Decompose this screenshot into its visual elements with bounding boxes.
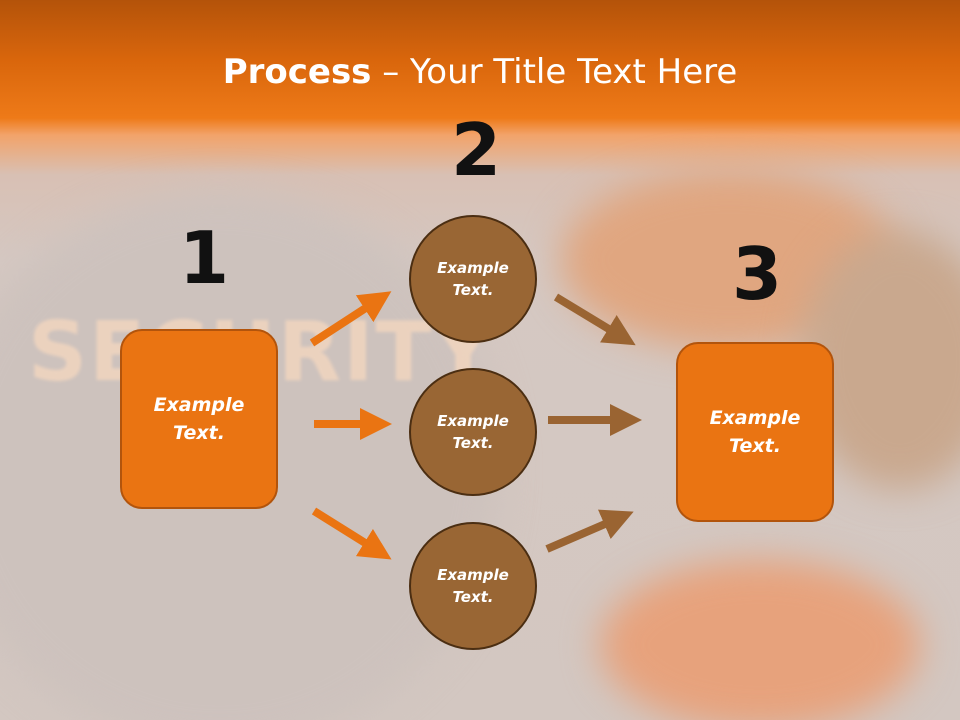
step-2-number: 2 — [451, 108, 502, 192]
step-3-number: 3 — [732, 232, 783, 316]
step-1-text: Example Text. — [153, 393, 245, 445]
circle-middle-text: Example Text. — [437, 411, 509, 453]
circle-top-text: Example Text. — [437, 258, 509, 300]
arrow-bottom-to-3 — [545, 509, 634, 553]
circle-bottom-text: Example Text. — [437, 565, 509, 607]
arrow-1-to-bottom — [311, 507, 392, 560]
page-title: Process – Your Title Text Here — [0, 52, 960, 92]
step-1-box: Example Text. — [120, 329, 278, 509]
step-3-text: Example Text. — [709, 406, 801, 458]
step-2-circle-middle: Example Text. — [409, 368, 537, 496]
background-shape — [600, 560, 920, 720]
step-2-circle-bottom: Example Text. — [409, 522, 537, 650]
arrow-1-to-top — [309, 291, 392, 347]
title-bold: Process — [222, 52, 372, 92]
step-3-box: Example Text. — [676, 342, 834, 522]
arrow-top-to-3 — [553, 293, 636, 346]
step-2-circle-top: Example Text. — [409, 215, 537, 343]
title-rest: – Your Title Text Here — [371, 52, 738, 92]
step-1-number: 1 — [179, 216, 230, 300]
